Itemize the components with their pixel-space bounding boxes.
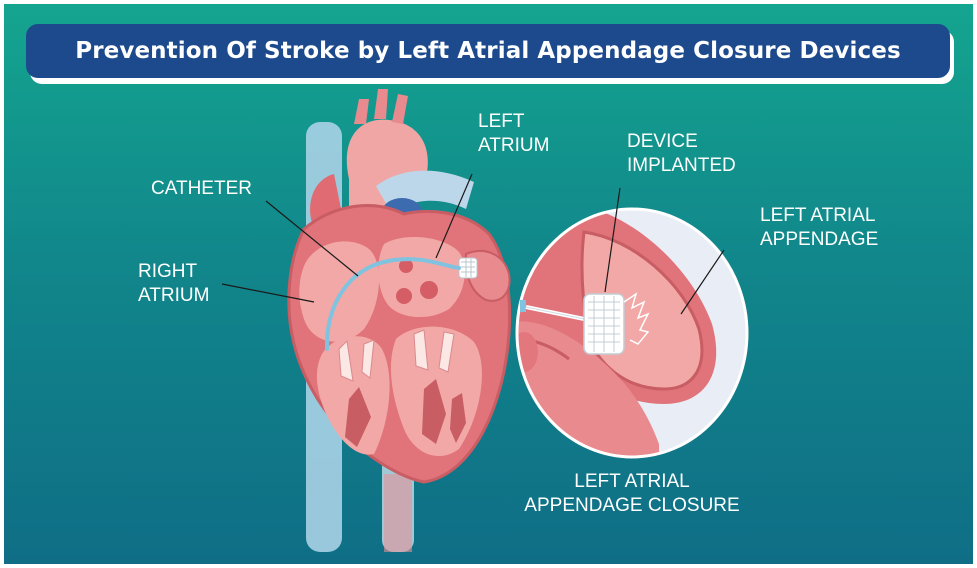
label-left-atrium: LEFT ATRIUM bbox=[478, 110, 549, 158]
diagram-canvas: Prevention Of Stroke by Left Atrial Appe… bbox=[4, 4, 973, 564]
label-left-atrium-line2: ATRIUM bbox=[478, 134, 549, 158]
label-device-implanted: DEVICE IMPLANTED bbox=[627, 130, 736, 178]
label-laa-line1: LEFT ATRIAL bbox=[760, 204, 878, 228]
label-catheter-text: CATHETER bbox=[151, 178, 252, 199]
label-catheter: CATHETER bbox=[151, 177, 252, 201]
label-laa-line2: APPENDAGE bbox=[760, 228, 878, 252]
label-device-implanted-line2: IMPLANTED bbox=[627, 154, 736, 178]
label-device-implanted-line1: DEVICE bbox=[627, 130, 736, 154]
title-bar: Prevention Of Stroke by Left Atrial Appe… bbox=[26, 24, 950, 78]
inset-magnified bbox=[504, 209, 747, 474]
label-laa-closure-line1: LEFT ATRIAL bbox=[512, 470, 752, 494]
label-left-atrial-appendage: LEFT ATRIAL APPENDAGE bbox=[760, 204, 878, 252]
label-laa-closure: LEFT ATRIAL APPENDAGE CLOSURE bbox=[512, 470, 752, 518]
page-title: Prevention Of Stroke by Left Atrial Appe… bbox=[75, 38, 900, 64]
label-right-atrium: RIGHT ATRIUM bbox=[138, 260, 209, 308]
label-left-atrium-line1: LEFT bbox=[478, 110, 549, 134]
label-right-atrium-line1: RIGHT bbox=[138, 260, 209, 284]
label-right-atrium-line2: ATRIUM bbox=[138, 284, 209, 308]
label-laa-closure-line2: APPENDAGE CLOSURE bbox=[512, 494, 752, 518]
